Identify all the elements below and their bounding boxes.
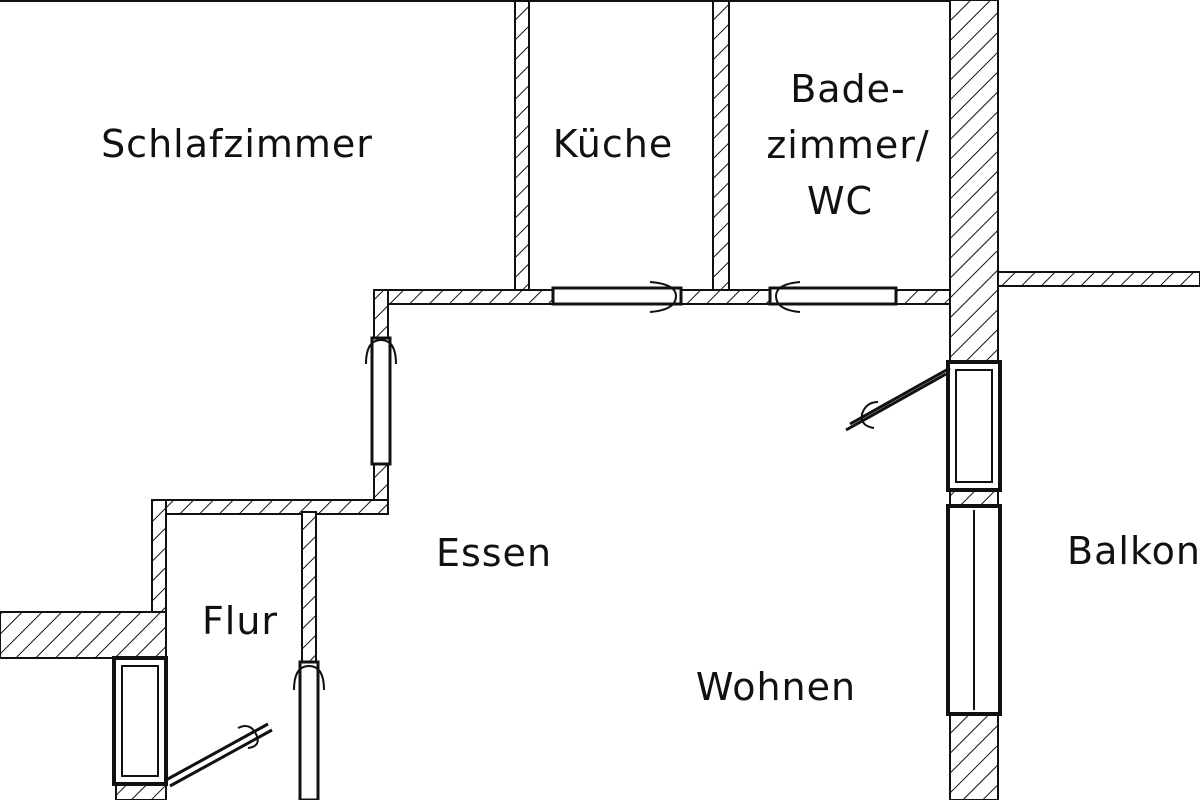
swing-balkon-line-2: [845, 372, 947, 432]
swing-entrance-line: [165, 722, 269, 782]
label-bad-line3: WC: [807, 179, 873, 223]
room-labels: Schlafzimmer Küche Bade- zimmer/ WC Esse…: [101, 67, 1200, 709]
label-schlafzimmer: Schlafzimmer: [101, 122, 373, 166]
door-bedroom-handle-icon: [365, 338, 397, 365]
wall-bedroom-bottom: [151, 499, 389, 515]
wall-flur-left: [151, 499, 167, 613]
label-wohnen: Wohnen: [696, 665, 856, 709]
door-bath: [768, 286, 898, 306]
door-kitchen-handle-icon: [649, 281, 678, 313]
wall-balkon-top: [997, 271, 1200, 287]
swing-entrance-line-2: [169, 728, 273, 788]
door-bedroom: [370, 336, 392, 466]
label-balkon: Balkon: [1067, 529, 1200, 573]
door-kitchen: [551, 286, 683, 306]
door-entrance-inner: [121, 665, 159, 777]
door-balkon-upper-inner: [955, 369, 993, 483]
door-flur-essen: [298, 660, 320, 800]
door-swings: [165, 366, 951, 788]
label-kueche: Küche: [553, 122, 673, 166]
wall-kitchen-bath: [712, 0, 730, 291]
swing-balkon-line: [849, 366, 951, 426]
wall-exterior-left: [0, 611, 167, 659]
doors: [112, 281, 1002, 800]
wall-kitchen-left: [514, 0, 530, 291]
door-flur-essen-handle-icon: [293, 664, 325, 691]
label-essen: Essen: [436, 531, 552, 575]
door-bath-handle-icon: [774, 281, 801, 313]
label-bad-line1: Bade-: [790, 67, 906, 111]
swing-balkon-handle-icon: [860, 401, 879, 429]
label-flur: Flur: [202, 599, 278, 643]
label-bad-line2: zimmer/: [766, 123, 929, 167]
swing-entrance-handle-icon: [237, 725, 259, 749]
